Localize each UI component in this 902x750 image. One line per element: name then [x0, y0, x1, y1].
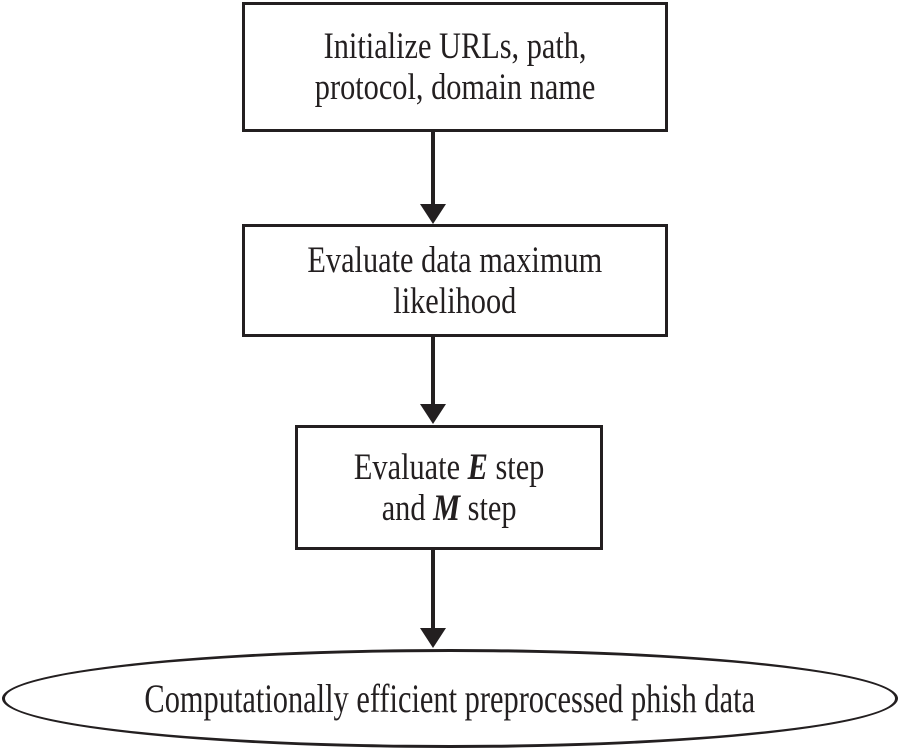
step-likelihood-box: Evaluate data maximum likelihood: [242, 224, 668, 337]
step-initialize-line2: protocol, domain name: [314, 67, 596, 108]
step-likelihood-label: Evaluate data maximum likelihood: [308, 240, 603, 322]
step-em-box: Evaluate E step and M step: [295, 425, 603, 550]
step-em-line1-suffix: step: [487, 446, 545, 488]
step-em-line1-variable: E: [467, 446, 488, 488]
arrow-1-stem: [431, 131, 435, 206]
step-em-line2-prefix: and: [381, 487, 433, 529]
arrow-2-down-arrowhead-icon: [420, 404, 446, 424]
step-likelihood-line2: likelihood: [393, 280, 517, 322]
result-ellipse: Computationally efficient preprocessed p…: [2, 649, 898, 748]
step-em-line1: Evaluate E step: [354, 447, 544, 488]
arrow-3-down-arrowhead-icon: [420, 628, 446, 648]
step-em-line1-prefix: Evaluate: [353, 446, 468, 488]
step-em-label: Evaluate E step and M step: [354, 447, 544, 529]
arrow-3-stem: [431, 549, 435, 630]
step-initialize-label: Initialize URLs, path, protocol, domain …: [315, 26, 596, 108]
arrow-1-down-arrowhead-icon: [420, 204, 446, 224]
step-initialize-line1: Initialize URLs, path,: [323, 26, 587, 67]
result-label: Computationally efficient preprocessed p…: [144, 675, 756, 721]
step-initialize-box: Initialize URLs, path, protocol, domain …: [242, 2, 668, 132]
step-em-line2-variable: M: [432, 487, 460, 529]
step-em-line2: and M step: [354, 488, 544, 529]
step-em-line2-suffix: step: [459, 487, 517, 529]
arrow-2-stem: [431, 336, 435, 406]
step-likelihood-line1: Evaluate data maximum: [307, 239, 603, 281]
